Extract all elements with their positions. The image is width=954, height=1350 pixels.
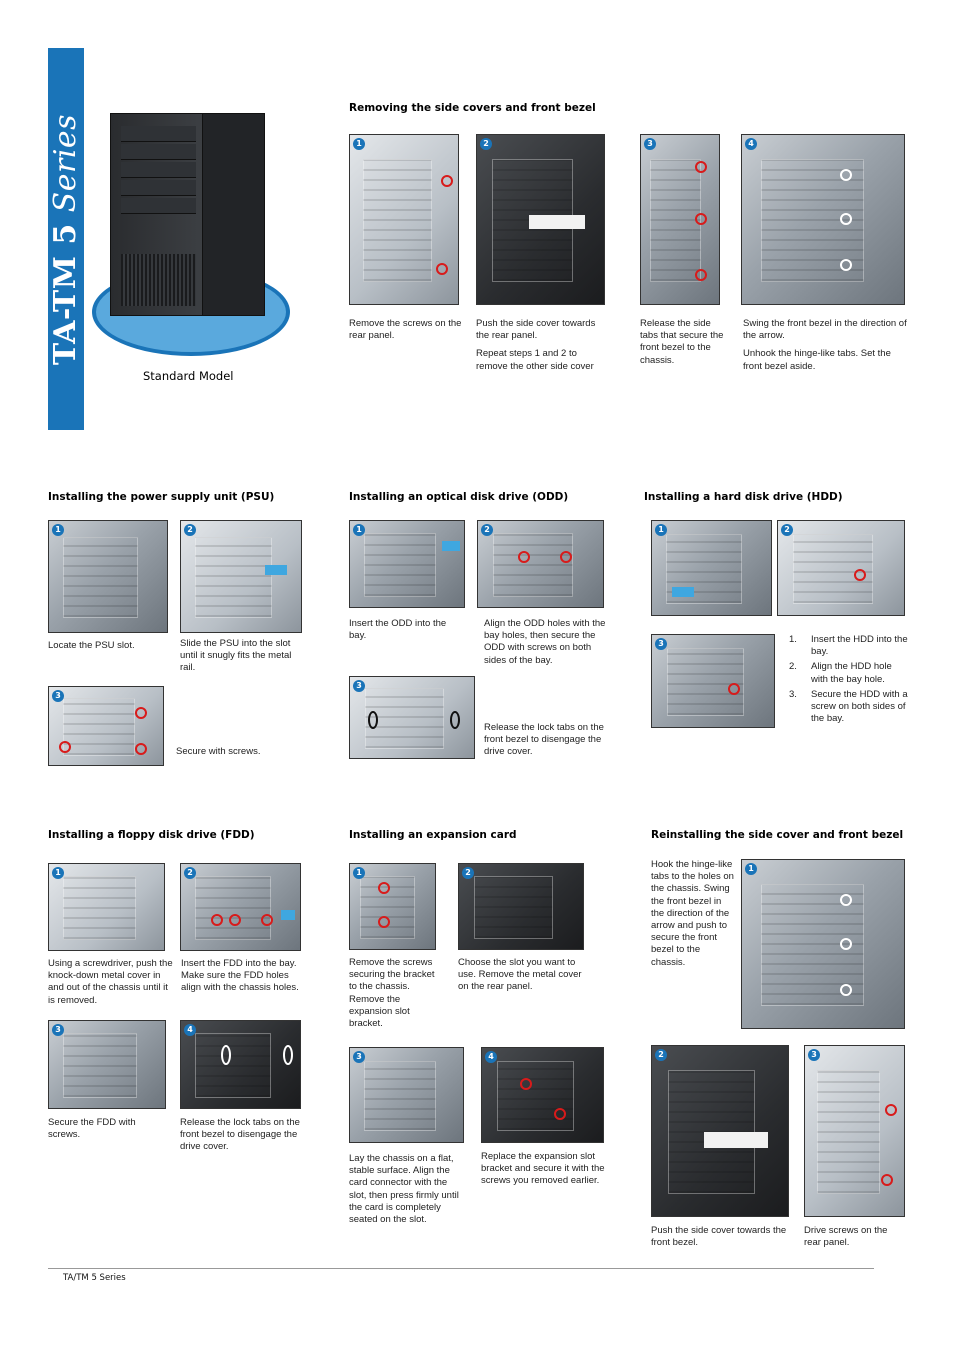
- card-step4-photo: 4: [481, 1047, 604, 1143]
- psu-step1-caption: Locate the PSU slot.: [48, 640, 135, 651]
- psu-step3-photo: 3: [48, 686, 164, 766]
- odd-step3-photo: 3: [349, 676, 475, 759]
- heading-fdd: Installing a floppy disk drive (FDD): [48, 829, 255, 841]
- hdd-step1-photo: 1: [651, 520, 772, 616]
- remove-step2-photo: 2: [476, 134, 605, 305]
- odd-step2-photo: 2: [477, 520, 604, 608]
- heading-remove: Removing the side covers and front bezel: [349, 102, 596, 114]
- reinstall-step3-photo: 3: [804, 1045, 905, 1217]
- heading-odd: Installing an optical disk drive (ODD): [349, 491, 569, 503]
- reinstall-step1-caption: Hook the hinge-like tabs to the holes on…: [651, 859, 734, 968]
- hdd-steps-list: 1.Insert the HDD into the bay. 2.Align t…: [789, 634, 908, 725]
- fdd-step4-photo: 4: [180, 1020, 301, 1109]
- reinstall-step3-caption: Drive screws on the rear panel.: [804, 1225, 888, 1249]
- remove-step4-photo: 4: [741, 134, 905, 305]
- card-step1-caption: Remove the screws securing the bracket t…: [349, 957, 435, 1030]
- fdd-step4-caption: Release the lock tabs on the front bezel…: [180, 1117, 300, 1153]
- remove-step1-caption: Remove the screws on the rear panel.: [349, 318, 462, 342]
- tower-case-image: [110, 113, 265, 316]
- footer-rule: [48, 1268, 874, 1269]
- reinstall-step1-photo: 1: [741, 859, 905, 1029]
- card-step3-caption: Lay the chassis on a flat, stable surfac…: [349, 1153, 459, 1226]
- odd-step2-caption: Align the ODD holes with the bay holes, …: [484, 618, 606, 666]
- footer-text: TA/TM 5 Series: [63, 1273, 126, 1283]
- fdd-step1-caption: Using a screwdriver, push the knock-down…: [48, 958, 173, 1006]
- series-banner: [48, 48, 84, 430]
- fdd-step3-caption: Secure the FDD with screws.: [48, 1117, 136, 1141]
- heading-reinstall: Reinstalling the side cover and front be…: [651, 829, 904, 841]
- card-step1-photo: 1: [349, 863, 436, 950]
- remove-step3-caption: Release the side tabs that secure the fr…: [640, 318, 724, 366]
- heading-psu: Installing the power supply unit (PSU): [48, 491, 275, 503]
- model-label: Standard Model: [143, 369, 234, 383]
- remove-step1-photo: 1: [349, 134, 459, 305]
- odd-step3-caption: Release the lock tabs on the front bezel…: [484, 722, 604, 758]
- card-step4-caption: Replace the expansion slot bracket and s…: [481, 1151, 605, 1187]
- card-step2-caption: Choose the slot you want to use. Remove …: [458, 957, 582, 993]
- fdd-step2-photo: 2: [180, 863, 301, 951]
- reinstall-step2-caption: Push the side cover towards the front be…: [651, 1225, 787, 1249]
- remove-step4-caption: Swing the front bezel in the direction o…: [743, 318, 907, 372]
- remove-step3-photo: 3: [640, 134, 720, 305]
- odd-step1-photo: 1: [349, 520, 465, 608]
- reinstall-step2-photo: 2: [651, 1045, 789, 1217]
- card-step3-photo: 3: [349, 1047, 464, 1143]
- series-title: TA-TM 5 Series: [48, 113, 84, 365]
- fdd-step3-photo: 3: [48, 1020, 166, 1109]
- psu-step1-photo: 1: [48, 520, 168, 633]
- heading-hdd: Installing a hard disk drive (HDD): [644, 491, 843, 503]
- card-step2-photo: 2: [458, 863, 584, 950]
- heading-card: Installing an expansion card: [349, 829, 517, 841]
- hdd-step2-photo: 2: [777, 520, 905, 616]
- psu-step2-photo: 2: [180, 520, 302, 633]
- hdd-step3-photo: 3: [651, 634, 775, 728]
- psu-step3-caption: Secure with screws.: [176, 746, 261, 757]
- fdd-step2-caption: Insert the FDD into the bay. Make sure t…: [181, 958, 299, 994]
- odd-step1-caption: Insert the ODD into the bay.: [349, 618, 447, 642]
- fdd-step1-photo: 1: [48, 863, 165, 951]
- psu-step2-caption: Slide the PSU into the slot until it snu…: [180, 638, 292, 674]
- remove-step2-caption: Push the side cover towards the rear pan…: [476, 318, 596, 372]
